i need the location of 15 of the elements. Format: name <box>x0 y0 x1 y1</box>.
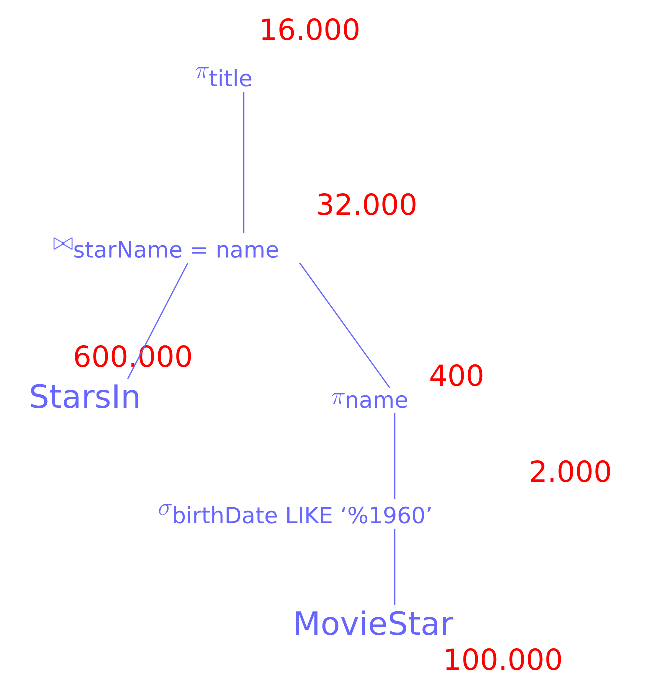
tree-edge <box>394 528 396 606</box>
cardinality-label: 100.000 <box>446 648 562 670</box>
operator-label: $\pi_{\text{title}}$ <box>196 67 252 87</box>
operator-label: $\bowtie_{\text{starName = name}}$ <box>54 238 278 258</box>
operator-label: StarsIn <box>31 384 138 408</box>
operator-label: MovieStar <box>296 610 454 636</box>
tree-edge <box>394 414 396 500</box>
tree-edge <box>300 262 390 388</box>
cardinality-label: 2.000 <box>531 460 610 482</box>
cardinality-label: 16.000 <box>262 18 359 40</box>
cardinality-label: 400 <box>430 364 483 386</box>
operator-label: $\sigma_{\text{birthDate LIKE ‘\%1960’}}$ <box>159 504 431 524</box>
tree-edge <box>243 92 245 234</box>
cardinality-label: 32.000 <box>318 193 416 216</box>
operator-label: $\pi_{\text{name}}$ <box>332 393 408 408</box>
